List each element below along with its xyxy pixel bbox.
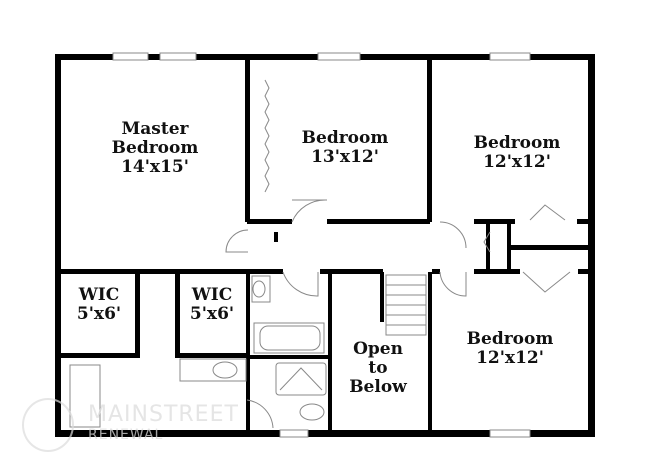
room-name-line: to: [368, 358, 388, 378]
watermark-line1: MAINSTREET: [88, 402, 239, 427]
room-size: 12'x12': [483, 152, 551, 172]
room-name-line: Bedroom: [111, 138, 199, 158]
room-name: Bedroom: [466, 329, 554, 349]
room-name-line: Open: [353, 339, 403, 359]
room-label-bedroom-2: Bedroom 12'x12': [474, 134, 561, 172]
room-label-bedroom-3: Bedroom 12'x12': [467, 330, 554, 368]
room-size: 5'x6': [189, 304, 235, 324]
walls: [55, 54, 595, 437]
room-label-wic-1: WIC 5'x6': [77, 286, 121, 324]
room-size: 14'x15': [121, 157, 189, 177]
room-name-line: Master: [121, 119, 189, 139]
stairs: [385, 274, 427, 336]
room-label-wic-2: WIC 5'x6': [190, 286, 234, 324]
room-name: Bedroom: [301, 128, 389, 148]
fixtures: [69, 79, 571, 429]
room-label-open-to-below: Open to Below: [349, 340, 407, 397]
room-label-bedroom-1: Bedroom 13'x12': [302, 129, 389, 167]
room-label-master-bedroom: Master Bedroom 14'x15': [112, 120, 199, 177]
room-name-line: Below: [349, 377, 407, 397]
room-size: 13'x12': [311, 147, 379, 167]
room-name: WIC: [78, 285, 120, 305]
room-name: WIC: [191, 285, 233, 305]
room-name: Bedroom: [473, 133, 561, 153]
room-size: 12'x12': [476, 348, 544, 368]
watermark-logo-icon: [22, 398, 74, 452]
room-size: 5'x6': [76, 304, 122, 324]
watermark-line2: RENEWAL: [88, 427, 164, 443]
windows: [112, 52, 531, 438]
